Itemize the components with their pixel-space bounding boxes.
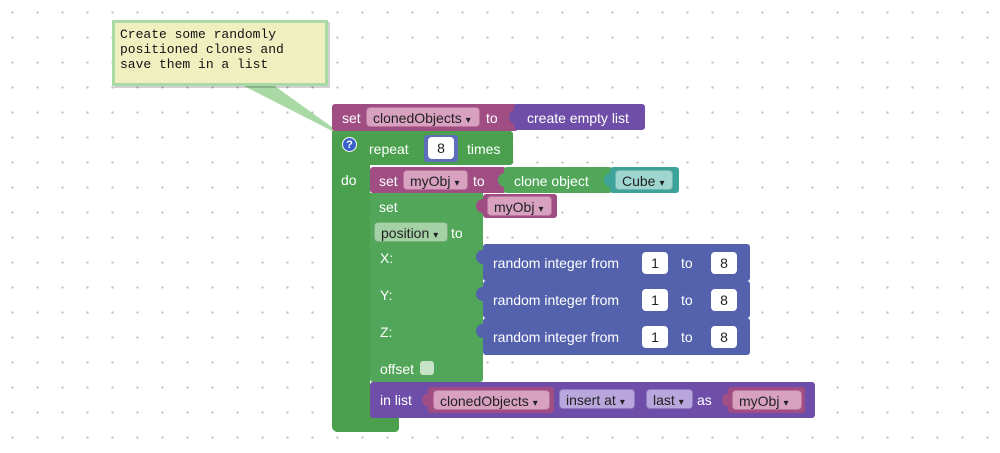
mode-dropdown-insert-at[interactable]: insert at▾ xyxy=(559,389,635,409)
variable-name: clonedObjects xyxy=(440,393,529,409)
comment-line: Create some randomly xyxy=(120,27,277,42)
chevron-down-icon: ▾ xyxy=(454,178,460,189)
random-from-input[interactable]: 1 xyxy=(642,289,668,311)
connector-tab xyxy=(476,199,484,213)
create-empty-list-block[interactable] xyxy=(514,104,645,130)
repeat-keyword: repeat xyxy=(369,141,409,157)
random-integer-label: random integer from xyxy=(493,292,620,308)
y-label: Y: xyxy=(380,287,393,303)
clone-object-label: clone object xyxy=(514,173,589,189)
property-dropdown-position[interactable]: position▾ xyxy=(374,222,448,242)
chevron-down-icon: ▾ xyxy=(619,397,625,408)
chevron-down-icon: ▾ xyxy=(783,398,789,409)
property-name: position xyxy=(381,225,430,241)
to-label: to xyxy=(681,329,693,345)
set-keyword: set xyxy=(379,199,398,215)
where-name: last xyxy=(653,392,675,408)
repeat-block-arm xyxy=(332,160,370,432)
variable-dropdown-myObj[interactable]: myObj▾ xyxy=(403,170,468,190)
mode-name: insert at xyxy=(566,392,616,408)
set-keyword: set xyxy=(342,110,361,126)
connector-tab xyxy=(422,393,430,407)
variable-name: myObj xyxy=(739,393,780,409)
connector-tab xyxy=(476,250,484,264)
comment-line: save them in a list xyxy=(120,57,269,72)
as-label: as xyxy=(697,392,712,408)
connector-tab xyxy=(509,110,517,124)
comment-line: positioned clones and xyxy=(120,42,284,57)
repeat-block[interactable] xyxy=(332,131,513,165)
chevron-down-icon: ▾ xyxy=(532,398,538,409)
z-label: Z: xyxy=(380,324,393,340)
random-integer-block[interactable] xyxy=(483,281,750,318)
to-label: to xyxy=(681,292,693,308)
repeat-block-foot xyxy=(332,416,399,432)
object-name: Cube xyxy=(622,173,656,189)
comment-bubble[interactable]: Create some randomly positioned clones a… xyxy=(112,20,328,86)
random-integer-block[interactable] xyxy=(483,244,750,281)
chevron-down-icon: ▾ xyxy=(678,397,684,408)
connector-tab xyxy=(476,287,484,301)
create-empty-list-label: create empty list xyxy=(527,110,629,126)
offset-checkbox[interactable] xyxy=(420,361,434,375)
connector-tab xyxy=(476,324,484,338)
to-label: to xyxy=(486,110,498,126)
chevron-down-icon: ▾ xyxy=(538,204,544,215)
variable-dropdown-clonedObjects[interactable]: clonedObjects▾ xyxy=(433,390,550,410)
question-icon[interactable]: ? xyxy=(342,137,357,152)
connector-tab xyxy=(498,173,506,187)
variable-dropdown-clonedObjects[interactable]: clonedObjects▾ xyxy=(366,107,480,127)
variable-name: myObj xyxy=(410,173,451,189)
set-keyword: set xyxy=(379,173,398,189)
to-label: to xyxy=(473,173,485,189)
do-label: do xyxy=(341,172,357,188)
variable-dropdown-myObj[interactable]: myObj▾ xyxy=(487,196,552,216)
repeat-count-input[interactable]: 8 xyxy=(428,137,454,159)
where-dropdown-last[interactable]: last▾ xyxy=(646,389,693,409)
random-integer-block[interactable] xyxy=(483,318,750,355)
x-label: X: xyxy=(380,250,394,266)
variable-dropdown-myObj[interactable]: myObj▾ xyxy=(732,390,802,410)
connector-tab xyxy=(604,173,612,187)
to-label: to xyxy=(451,225,463,241)
object-dropdown-cube[interactable]: Cube▾ xyxy=(615,170,673,190)
offset-label: offset xyxy=(380,361,414,377)
random-from-input[interactable]: 1 xyxy=(642,326,668,348)
random-to-input[interactable]: 8 xyxy=(711,252,737,274)
random-integer-label: random integer from xyxy=(493,329,620,345)
clone-object-block[interactable] xyxy=(504,167,612,193)
to-label: to xyxy=(681,255,693,271)
random-from-input[interactable]: 1 xyxy=(642,252,668,274)
times-label: times xyxy=(467,141,501,157)
in-list-label: in list xyxy=(380,392,412,408)
chevron-down-icon: ▾ xyxy=(433,230,439,241)
chevron-down-icon: ▾ xyxy=(659,178,665,189)
connector-tab xyxy=(722,393,730,407)
random-to-input[interactable]: 8 xyxy=(711,289,737,311)
random-to-input[interactable]: 8 xyxy=(711,326,737,348)
chevron-down-icon: ▾ xyxy=(465,115,471,126)
variable-name: clonedObjects xyxy=(373,110,462,126)
variable-name: myObj xyxy=(494,199,535,215)
random-integer-label: random integer from xyxy=(493,255,620,271)
